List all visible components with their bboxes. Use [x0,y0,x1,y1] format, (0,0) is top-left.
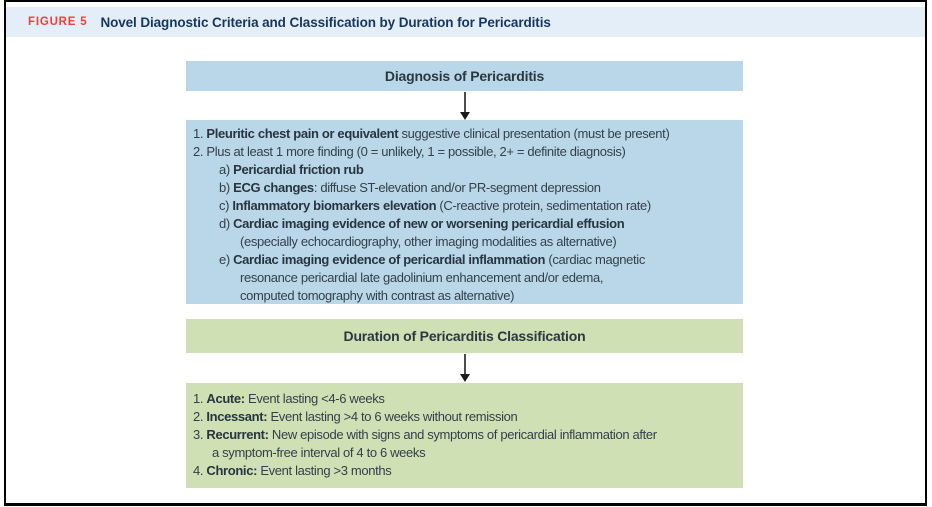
duration-line-acute: 1. Acute: Event lasting <4-6 weeks [193,391,385,406]
criteria-line-2c: c) Inflammatory biomarkers elevation (C-… [219,198,651,213]
duration-line-chronic: 4. Chronic: Event lasting >3 months [193,463,392,478]
criteria-line-2: 2. Plus at least 1 more finding (0 = unl… [193,144,626,159]
criteria-line-2e: e) Cardiac imaging evidence of pericardi… [219,252,645,267]
figure-title: Novel Diagnostic Criteria and Classifica… [100,14,551,30]
diagnosis-header-label: Diagnosis of Pericarditis [384,68,545,84]
duration-line-recurrent: 3. Recurrent: New episode with signs and… [193,427,657,442]
criteria-line-1: 1. Pleuritic chest pain or equivalent su… [193,126,670,141]
criteria-line-2e-cont2: computed tomography with contrast as alt… [240,288,515,303]
criteria-line-2b: b) ECG changes: diffuse ST-elevation and… [219,180,601,195]
criteria-line-2a: a) Pericardial friction rub [219,162,364,177]
down-arrow-duration [464,354,466,374]
duration-header-box: Duration of Pericarditis Classification [186,319,743,353]
criteria-line-2d: d) Cardiac imaging evidence of new or wo… [219,216,625,231]
figure-frame: FIGURE 5 Novel Diagnostic Criteria and C… [4,0,927,506]
diagnosis-header-box: Diagnosis of Pericarditis [186,61,743,91]
figure-caption-bar: FIGURE 5 Novel Diagnostic Criteria and C… [6,7,925,37]
duration-line-incessant: 2. Incessant: Event lasting >4 to 6 week… [193,409,518,424]
duration-header-label: Duration of Pericarditis Classification [343,328,586,344]
duration-classification-box: 1. Acute: Event lasting <4-6 weeks 2. In… [186,383,743,488]
diagnosis-criteria-box: 1. Pleuritic chest pain or equivalent su… [186,120,743,304]
duration-line-recurrent-cont: a symptom-free interval of 4 to 6 weeks [212,445,426,460]
figure-label: FIGURE 5 [28,16,88,28]
criteria-line-2d-cont: (especially echocardiography, other imag… [240,234,617,249]
down-arrow-diagnosis [464,92,466,112]
criteria-line-2e-cont1: resonance pericardial late gadolinium en… [240,270,604,285]
